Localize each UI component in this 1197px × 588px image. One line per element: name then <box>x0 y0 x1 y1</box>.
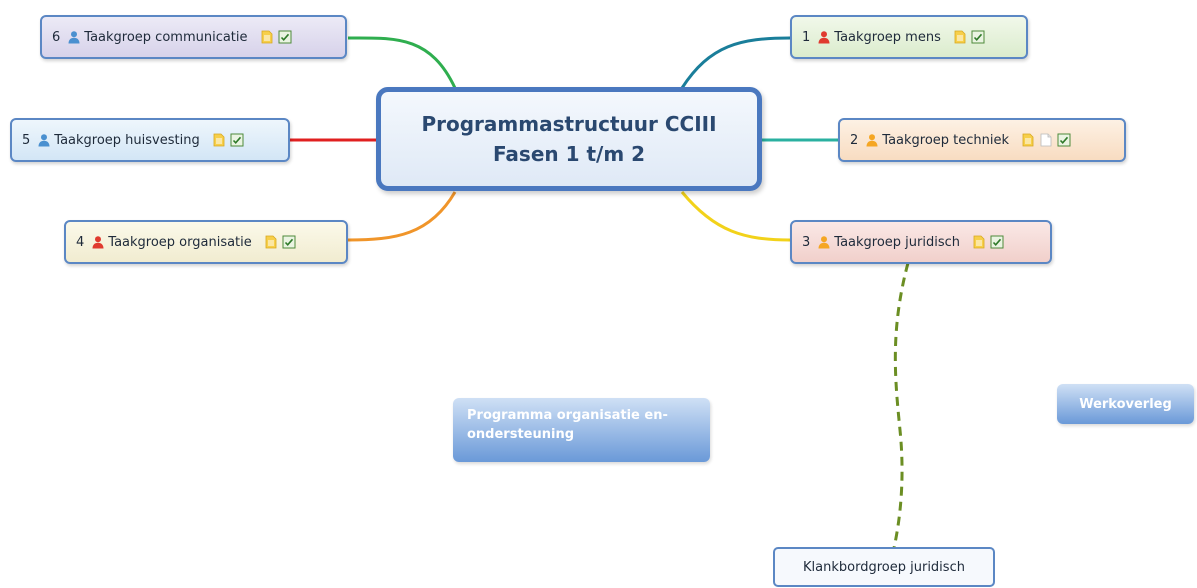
document-icon[interactable] <box>258 30 274 45</box>
branch-label: Taakgroep organisatie <box>108 234 252 250</box>
checklist-icon[interactable] <box>969 30 985 45</box>
central-title-line1: Programmastructuur CCIII <box>421 112 717 136</box>
person-icon <box>863 133 879 148</box>
checklist-icon[interactable] <box>228 133 244 148</box>
central-topic[interactable]: Programmastructuur CCIII Fasen 1 t/m 2 <box>376 87 762 191</box>
branch-icons <box>968 235 1004 250</box>
branch-number: 5 <box>22 132 31 148</box>
branch-node-communicatie[interactable]: 6 Taakgroep communicatie <box>40 15 347 59</box>
branch-icons <box>256 30 292 45</box>
branch-label: Taakgroep huisvesting <box>54 132 200 148</box>
floating-topic-programma[interactable]: Programma organisatie en- ondersteuning <box>453 398 710 462</box>
link-juridisch <box>680 191 791 242</box>
checklist-icon[interactable] <box>276 30 292 45</box>
document-icon[interactable] <box>970 235 986 250</box>
branch-icons <box>208 133 244 148</box>
checklist-icon[interactable] <box>988 235 1004 250</box>
branch-number: 6 <box>52 29 61 45</box>
branch-node-organisatie[interactable]: 4 Taakgroep organisatie <box>64 220 348 264</box>
checklist-icon[interactable] <box>1055 133 1071 148</box>
branch-number: 3 <box>802 234 811 250</box>
branch-number: 2 <box>850 132 859 148</box>
document-icon[interactable] <box>951 30 967 45</box>
branch-number: 4 <box>76 234 85 250</box>
floating-topic-werkoverleg[interactable]: Werkoverleg <box>1057 384 1194 424</box>
branch-label: Taakgroep mens <box>834 29 941 45</box>
checklist-icon[interactable] <box>280 235 296 250</box>
document-icon[interactable] <box>1019 133 1035 148</box>
floating-topic-werkoverleg-label: Werkoverleg <box>1079 396 1172 412</box>
link-mens <box>680 36 791 89</box>
central-title-line2: Fasen 1 t/m 2 <box>492 142 646 166</box>
branch-icons <box>260 235 296 250</box>
branch-node-techniek[interactable]: 2 Taakgroep techniek <box>838 118 1126 162</box>
person-icon <box>815 235 831 250</box>
person-icon <box>65 30 81 45</box>
person-icon <box>815 30 831 45</box>
dashed-link-klankbordgroep <box>892 262 910 549</box>
branch-node-mens[interactable]: 1 Taakgroep mens <box>790 15 1028 59</box>
link-organisatie <box>347 191 457 242</box>
person-icon <box>35 133 51 148</box>
person-icon <box>89 235 105 250</box>
link-communicatie <box>347 36 457 89</box>
blank-page-icon[interactable] <box>1037 133 1053 148</box>
document-icon[interactable] <box>262 235 278 250</box>
branch-node-juridisch[interactable]: 3 Taakgroep juridisch <box>790 220 1052 264</box>
branch-label: Taakgroep juridisch <box>834 234 961 250</box>
floating-topic-programma-line2: ondersteuning <box>467 427 575 442</box>
document-icon[interactable] <box>210 133 226 148</box>
branch-number: 1 <box>802 29 811 45</box>
branch-label: Taakgroep communicatie <box>84 29 248 45</box>
branch-icons <box>1017 133 1071 148</box>
branch-label: Taakgroep techniek <box>882 132 1010 148</box>
sub-node-klankbordgroep[interactable]: Klankbordgroep juridisch <box>773 547 995 587</box>
floating-topic-programma-line1: Programma organisatie en- <box>467 408 668 423</box>
sub-node-klankbordgroep-label: Klankbordgroep juridisch <box>803 559 965 575</box>
branch-icons <box>949 30 985 45</box>
branch-node-huisvesting[interactable]: 5 Taakgroep huisvesting <box>10 118 290 162</box>
